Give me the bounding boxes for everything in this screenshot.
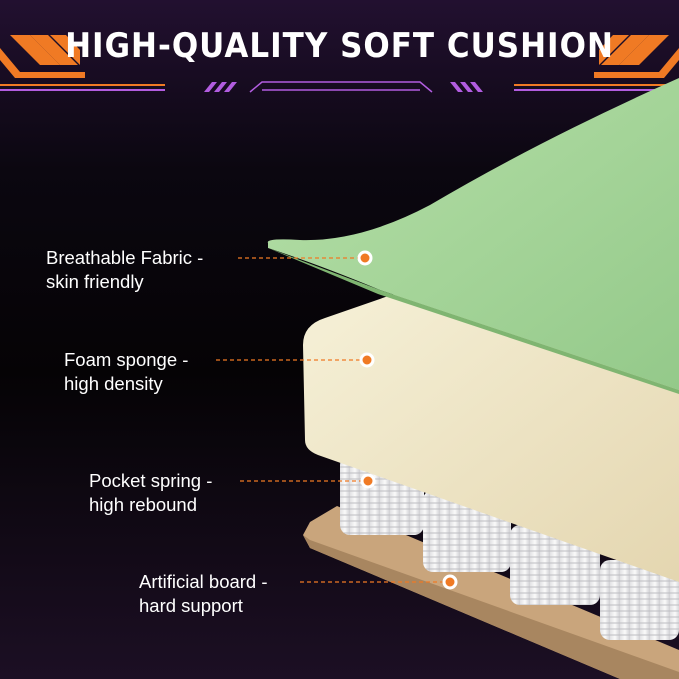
fabric-label: Breathable Fabric - skin friendly — [46, 246, 203, 294]
right-stripes-decoration — [514, 35, 679, 91]
artificial-board — [303, 506, 679, 679]
board-label-line1: Artificial board - — [139, 571, 268, 592]
fabric-marker-dot — [357, 250, 373, 266]
foam-label-line2: high density — [64, 373, 163, 394]
foam-label: Foam sponge - high density — [64, 348, 188, 396]
spring-marker-dot — [360, 473, 376, 489]
foam-label-line1: Foam sponge - — [64, 349, 189, 370]
page-title: HIGH-QUALITY SOFT CUSHION — [65, 26, 614, 66]
spring-label-line1: Pocket spring - — [89, 470, 213, 491]
breathable-fabric — [267, 78, 679, 390]
board-label-line2: hard support — [139, 595, 243, 616]
spring-label-line2: high rebound — [89, 494, 198, 515]
center-purple-decoration — [204, 81, 483, 93]
fabric-label-line1: Breathable Fabric - — [46, 247, 204, 268]
board-label: Artificial board - hard support — [139, 570, 268, 618]
foam-marker-dot — [359, 352, 375, 368]
fabric-label-line2: skin friendly — [46, 271, 144, 292]
spring-label: Pocket spring - high rebound — [89, 469, 212, 517]
left-stripes-decoration — [0, 35, 165, 91]
board-marker-dot — [442, 574, 458, 590]
